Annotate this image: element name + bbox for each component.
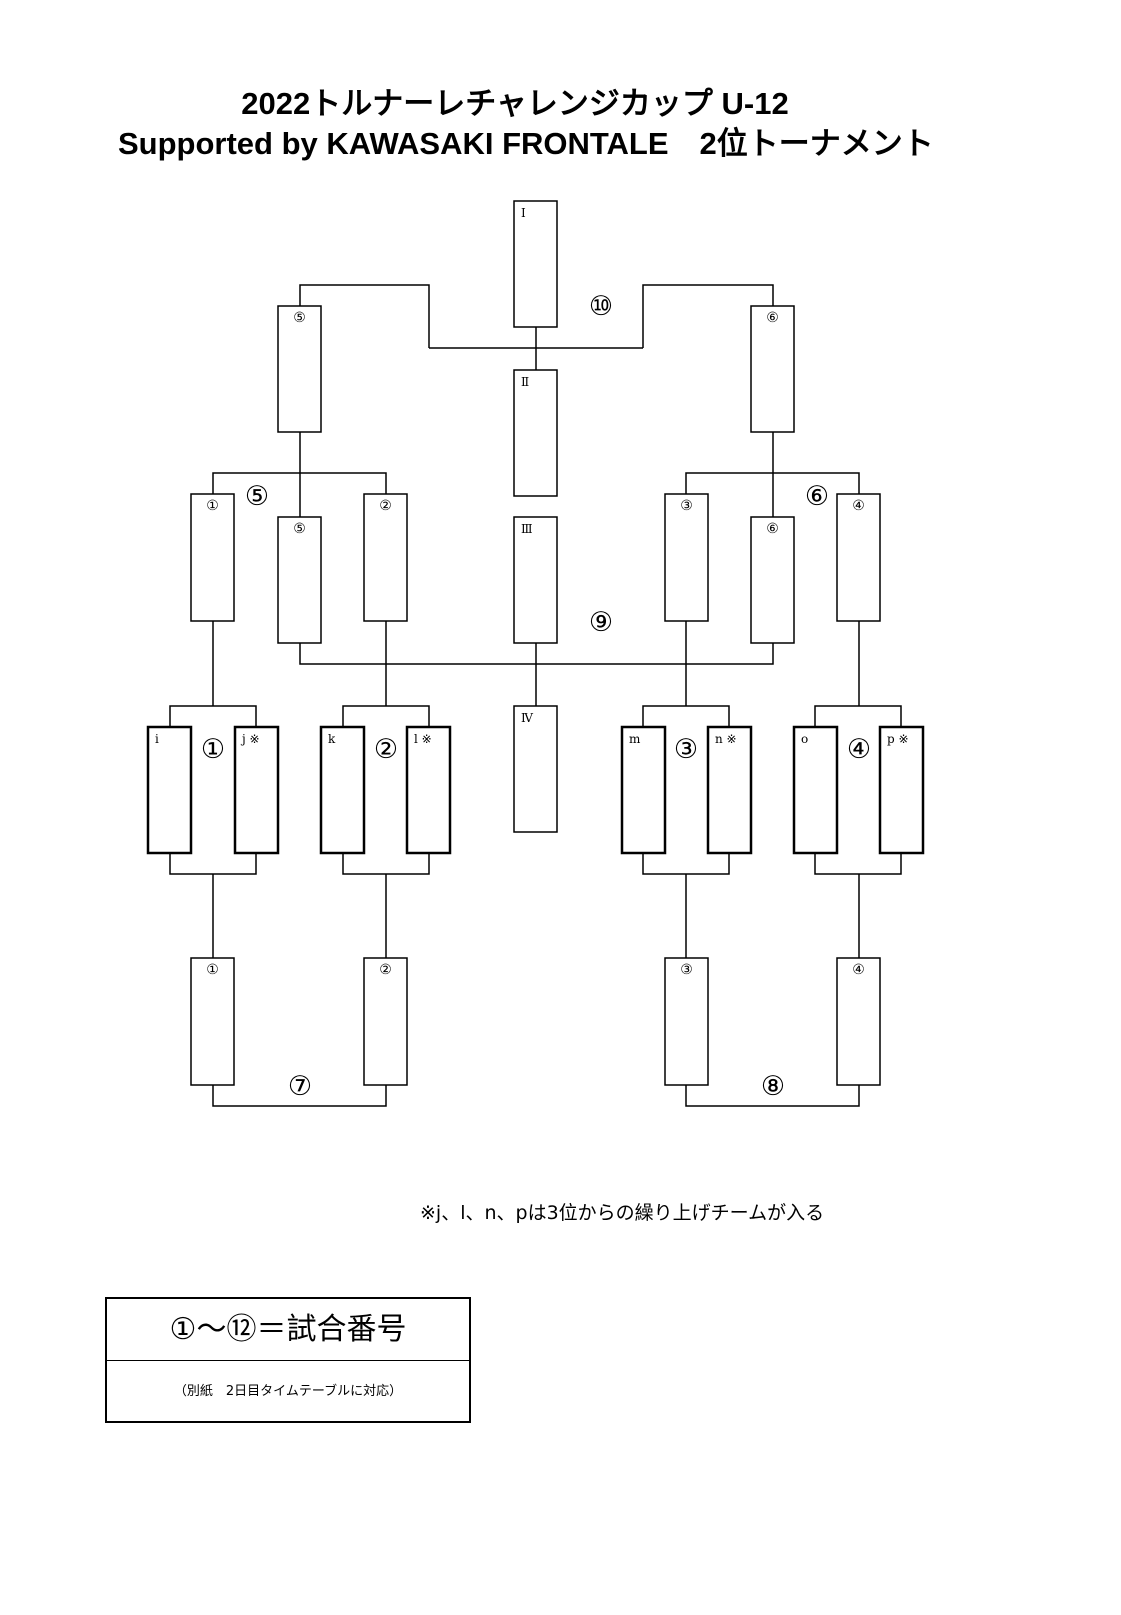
bracket-connector — [169, 853, 257, 875]
bracket-connector — [814, 705, 902, 727]
slot-label: n ※ — [715, 732, 737, 746]
slot-label: ② — [379, 498, 392, 514]
bracket-connector — [642, 853, 730, 875]
slot-label: Ⅰ — [521, 206, 526, 220]
slot-label: ⑥ — [766, 521, 779, 537]
slot-label: Ⅳ — [521, 711, 534, 725]
slot-label: Ⅱ — [521, 375, 529, 389]
slot-label: ⑤ — [293, 310, 306, 326]
slot-label: ④ — [852, 498, 865, 514]
slot-label: ④ — [852, 962, 865, 978]
legend-title: ①～⑫＝試合番号 — [107, 1299, 469, 1361]
bracket-connector — [342, 705, 430, 727]
slot-label: l ※ — [414, 732, 432, 746]
match-number-5: ⑤ — [245, 481, 269, 512]
page-title: 2022トルナーレチャレンジカップ U-12 — [241, 86, 789, 121]
bracket-connector — [299, 284, 430, 348]
match-number-8: ⑧ — [761, 1071, 785, 1102]
bracket-connector — [685, 1085, 860, 1107]
slot-label: o — [801, 732, 808, 746]
slot-label: ③ — [680, 498, 693, 514]
slot-label: ⑥ — [766, 310, 779, 326]
slot-label: Ⅲ — [521, 522, 533, 536]
slot-label: ⑤ — [293, 521, 306, 537]
slot-label: i — [155, 732, 159, 746]
slot-label: ③ — [680, 962, 693, 978]
slot-label: k — [328, 732, 336, 746]
match-number-3: ③ — [674, 734, 698, 765]
bracket-connector — [814, 853, 902, 875]
match-number-2: ② — [374, 734, 398, 765]
page-subtitle: Supported by KAWASAKI FRONTALE 2位トーナメント — [118, 126, 934, 161]
legend-subtitle: （別紙 2日目タイムテーブルに対応） — [173, 1384, 403, 1399]
bracket-connector — [342, 853, 430, 875]
bracket-connector — [642, 705, 730, 727]
bracket-connector — [212, 472, 387, 494]
match-number-7: ⑦ — [288, 1071, 312, 1102]
bracket-connector — [642, 284, 774, 348]
legend-box: ①～⑫＝試合番号 （別紙 2日目タイムテーブルに対応） — [105, 1297, 471, 1423]
slot-label: ② — [379, 962, 392, 978]
match-number-10: ⑩ — [589, 291, 613, 322]
footnote: ※j、l、n、pは3位からの繰り上げチームが入る — [420, 1202, 825, 1224]
slot-label: m — [629, 732, 641, 746]
match-number-4: ④ — [847, 734, 871, 765]
match-number-9: ⑨ — [589, 607, 613, 638]
bracket-connector — [212, 1085, 387, 1107]
slot-label: j ※ — [240, 732, 260, 746]
bracket-connector — [685, 472, 860, 494]
match-number-1: ① — [201, 734, 225, 765]
slot-label: ① — [206, 962, 219, 978]
slot-label: p ※ — [887, 732, 909, 746]
slot-label: ① — [206, 498, 219, 514]
bracket-connector — [169, 705, 257, 727]
match-number-6: ⑥ — [805, 481, 829, 512]
